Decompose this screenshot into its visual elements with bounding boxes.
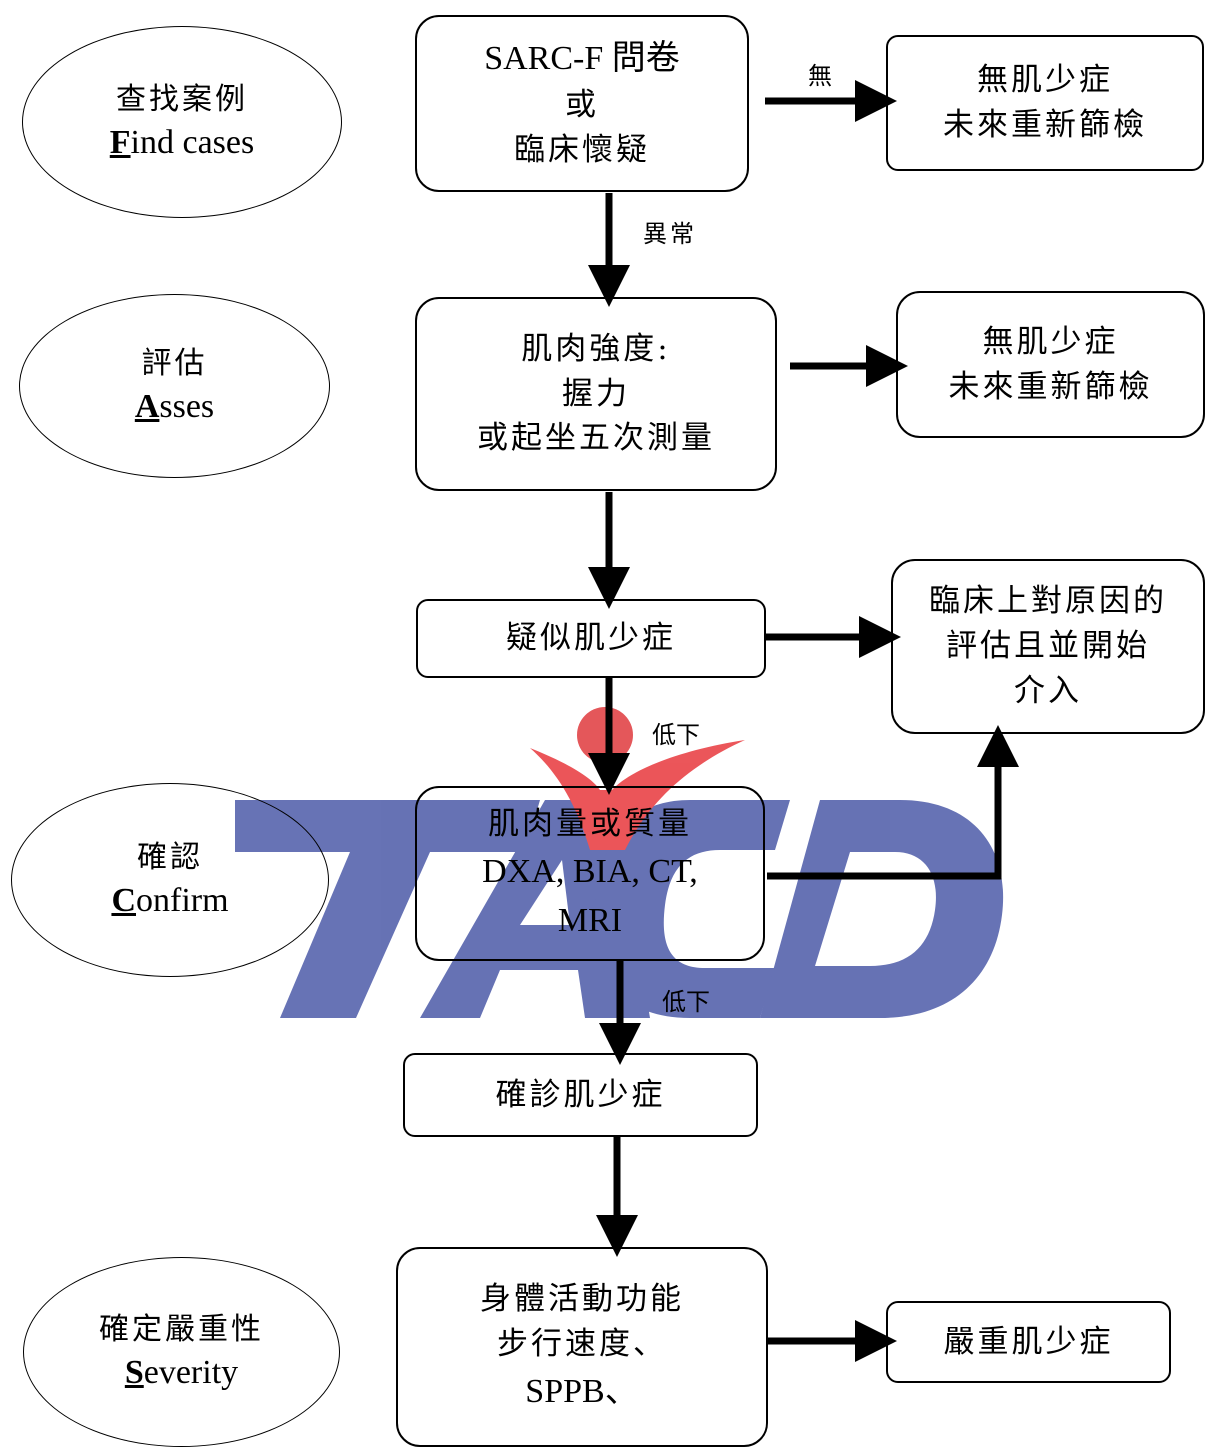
sarcf-box: SARC-F 問卷 或 臨床懷疑 <box>415 15 749 192</box>
stage-confirm-zh: 確認 <box>137 839 203 875</box>
stage-severity-en: Severity <box>124 1353 239 1391</box>
stage-severity-zh: 確定嚴重性 <box>99 1311 264 1347</box>
muscle-mass-box: 肌肉量或質量 DXA, BIA, CT, MRI <box>415 786 765 961</box>
intervention-box: 臨床上對原因的 評估且並開始 介入 <box>891 559 1205 734</box>
stage-find-zh: 查找案例 <box>116 81 248 117</box>
stage-assess-zh: 評估 <box>141 345 208 381</box>
muscle-strength-box: 肌肉強度: 握力 或起坐五次測量 <box>415 297 777 491</box>
physical-performance-box: 身體活動功能 步行速度、 SPPB、 <box>396 1247 768 1447</box>
no-sarcopenia-box-2: 無肌少症 未來重新篩檢 <box>896 291 1205 438</box>
no-sarcopenia-box-1: 無肌少症 未來重新篩檢 <box>886 35 1204 171</box>
stage-find-oval: 查找案例 Find cases <box>22 26 342 218</box>
confirmed-sarcopenia-box: 確診肌少症 <box>403 1053 758 1137</box>
stage-assess-oval: 評估 Asses <box>19 294 330 478</box>
stage-confirm-oval: 確認 Confirm <box>11 783 329 977</box>
severe-sarcopenia-box: 嚴重肌少症 <box>886 1301 1171 1383</box>
stage-find-en: Find cases <box>109 123 255 161</box>
stage-confirm-en: Confirm <box>111 881 229 919</box>
edge-label-none: 無 <box>808 62 832 90</box>
stage-assess-en: Asses <box>134 387 215 425</box>
edge-label-low-2: 低下 <box>662 988 710 1016</box>
stage-severity-oval: 確定嚴重性 Severity <box>23 1257 340 1447</box>
edge-label-abnormal: 異常 <box>643 220 697 248</box>
suspected-sarcopenia-box: 疑似肌少症 <box>416 599 766 678</box>
edge-label-low-1: 低下 <box>652 721 700 749</box>
